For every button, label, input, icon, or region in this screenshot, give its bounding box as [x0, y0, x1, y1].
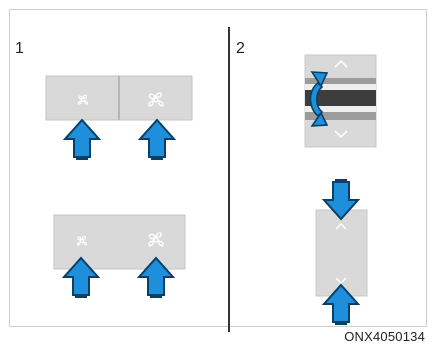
rotate-arrow-icon [309, 71, 329, 127]
rotary-dial [304, 54, 377, 148]
panel-1-label: 1 [15, 40, 24, 57]
press-arrow-icon [64, 119, 100, 160]
figure-frame [9, 9, 427, 327]
fan-button-group-top [45, 75, 193, 121]
chevron-down-icon [335, 277, 347, 285]
fan-button-group-bottom [53, 214, 186, 270]
panel-divider [228, 27, 230, 332]
panel-2-label: 2 [236, 40, 245, 57]
chevron-up-icon [334, 59, 348, 68]
figure-code: ONX4050134 [344, 329, 425, 344]
chevron-down-icon [334, 130, 348, 139]
chevron-up-icon [335, 222, 347, 230]
press-arrow-icon [139, 119, 175, 160]
